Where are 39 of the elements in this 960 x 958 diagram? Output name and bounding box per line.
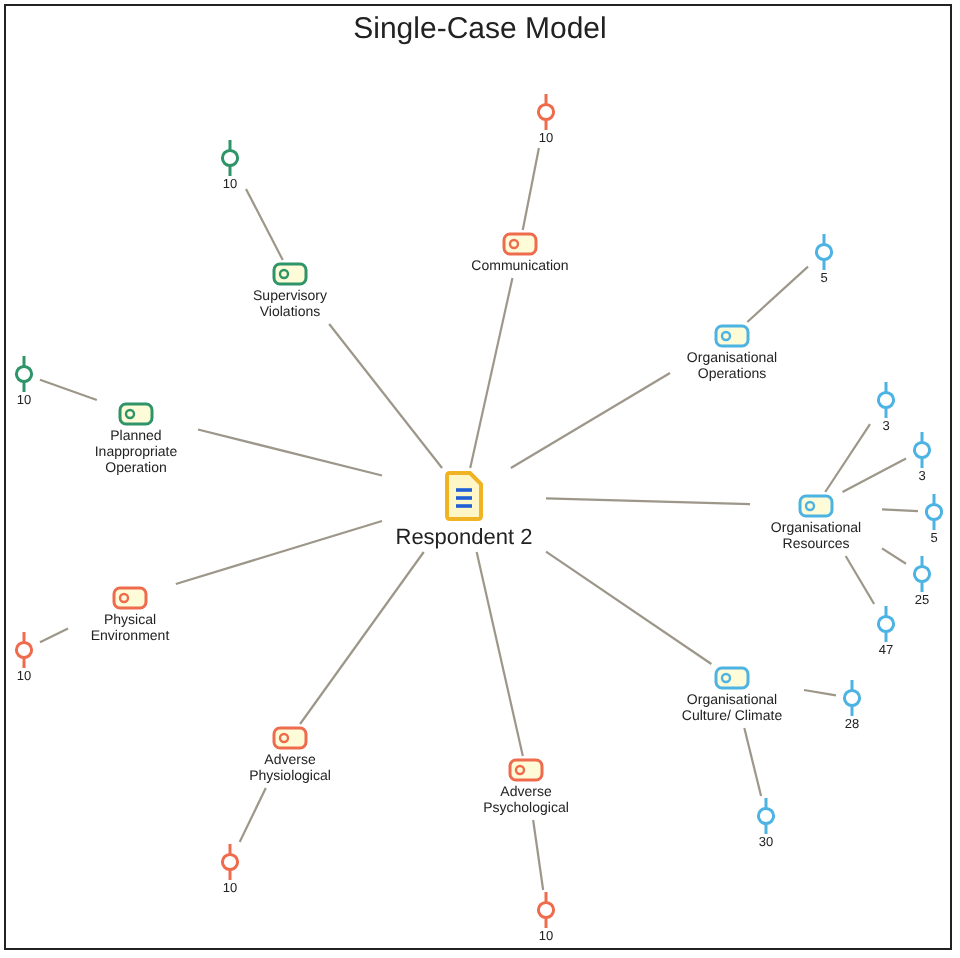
- connector-line: [881, 547, 907, 565]
- connector-line: [881, 508, 919, 513]
- connector-line: [510, 372, 671, 469]
- value-node: [10, 632, 38, 684]
- connector-line: [238, 787, 267, 843]
- value-node: [216, 140, 244, 192]
- connector-line: [245, 188, 284, 261]
- value-node: [872, 382, 900, 434]
- connector-line: [746, 265, 809, 323]
- connector-line: [545, 497, 751, 506]
- value-node: [532, 892, 560, 944]
- value-node: [810, 234, 838, 286]
- value-node: [908, 432, 936, 484]
- value-node: [872, 606, 900, 658]
- value-node: [908, 556, 936, 608]
- connector-line: [39, 378, 98, 402]
- connector-line: [299, 551, 425, 725]
- connector-line: [175, 520, 383, 586]
- connector-line: [803, 688, 837, 697]
- value-node: [838, 680, 866, 732]
- value-node: [752, 798, 780, 850]
- value-node: [532, 94, 560, 146]
- connector-line: [197, 428, 383, 477]
- value-node: [10, 356, 38, 408]
- connector-line: [39, 627, 69, 644]
- connector-line: [521, 147, 540, 231]
- connector-line: [824, 423, 871, 493]
- connector-line: [469, 277, 514, 469]
- connector-line: [743, 727, 763, 797]
- value-node: [216, 844, 244, 896]
- connector-line: [842, 457, 907, 493]
- connector-line: [328, 323, 443, 469]
- respondent-label: Respondent 2: [395, 526, 533, 550]
- connector-line: [475, 551, 524, 757]
- value-node: [920, 494, 948, 546]
- connector-line: [545, 550, 712, 665]
- connector-line: [844, 555, 876, 605]
- connector-line: [532, 819, 545, 891]
- diagram-title: Single-Case Model: [351, 12, 609, 46]
